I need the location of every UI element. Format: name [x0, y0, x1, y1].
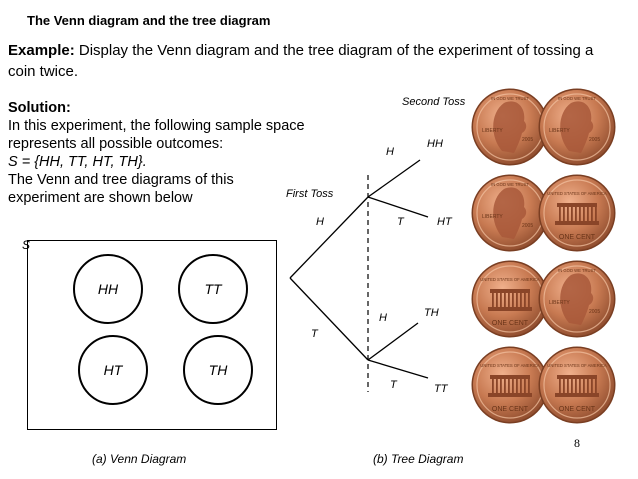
penny-tails-icon: UNITED STATES OF AMERICA ONE CENT [538, 174, 616, 252]
coin-liberty-text: LIBERTY [482, 214, 503, 220]
venn-outcome-tt: TT [178, 254, 248, 324]
coin-motto-text: IN GOD WE TRUST [491, 182, 529, 187]
solution-block: Solution: In this experiment, the follow… [8, 99, 368, 207]
coin-one-cent-text: ONE CENT [559, 234, 596, 241]
coin-motto-text: IN GOD WE TRUST [491, 96, 529, 101]
penny-heads-icon: LIBERTY 2005 IN GOD WE TRUST [471, 174, 549, 252]
second-branch-h-label-1: H [386, 146, 394, 158]
venn-set-label: S [22, 238, 31, 252]
coin-liberty-text: LIBERTY [482, 128, 503, 134]
sample-space: S = {HH, TT, HT, TH}. [8, 154, 147, 170]
first-branch-h-label: H [316, 216, 324, 228]
penny-heads-icon: LIBERTY 2005 IN GOD WE TRUST [471, 88, 549, 166]
penny-tails-icon: UNITED STATES OF AMERICA ONE CENT [471, 346, 549, 424]
tree-branch-th [367, 322, 419, 361]
example-paragraph: Example: Display the Venn diagram and th… [8, 40, 618, 82]
solution-line-4: The Venn and tree diagrams of this [8, 172, 234, 188]
tree-outcome-ht: HT [437, 216, 452, 228]
tree-outcome-hh: HH [427, 138, 443, 150]
coin-one-cent-text: ONE CENT [492, 320, 529, 327]
coin-liberty-text: LIBERTY [549, 300, 570, 306]
venn-outcome-hh: HH [73, 254, 143, 324]
coin-one-cent-text: ONE CENT [492, 406, 529, 413]
venn-outcome-ht: HT [78, 335, 148, 405]
example-label: Example: [8, 42, 75, 59]
example-text: Display the Venn diagram and the tree di… [8, 42, 594, 80]
coin-liberty-text: LIBERTY [549, 128, 570, 134]
coin-one-cent-text: ONE CENT [559, 406, 596, 413]
venn-caption: (a) Venn Diagram [92, 452, 187, 466]
coin-year-text: 2005 [589, 137, 600, 143]
tree-outcome-th: TH [424, 307, 439, 319]
tree-branch-h [289, 196, 369, 279]
page-number: 8 [574, 436, 580, 450]
second-branch-t-label-2: T [390, 379, 397, 391]
coin-year-text: 2005 [522, 137, 533, 143]
second-branch-h-label-2: H [379, 312, 387, 324]
tree-branch-tt [367, 359, 429, 379]
coin-usa-text: UNITED STATES OF AMERICA [480, 277, 540, 282]
coin-year-text: 2005 [522, 223, 533, 229]
penny-tails-icon: UNITED STATES OF AMERICA ONE CENT [471, 260, 549, 338]
tree-branch-ht [367, 196, 429, 218]
solution-line-2: represents all possible outcomes: [8, 136, 224, 152]
second-toss-label: Second Toss [402, 96, 466, 108]
first-branch-t-label: T [311, 328, 318, 340]
penny-heads-icon: LIBERTY 2005 IN GOD WE TRUST [538, 88, 616, 166]
venn-diagram: HH TT HT TH [27, 240, 277, 430]
second-branch-t-label-1: T [397, 216, 404, 228]
coin-motto-text: IN GOD WE TRUST [558, 268, 596, 273]
coin-motto-text: IN GOD WE TRUST [558, 96, 596, 101]
tree-branch-t [289, 277, 369, 361]
coin-usa-text: UNITED STATES OF AMERICA [547, 363, 607, 368]
first-toss-label: First Toss [286, 188, 334, 200]
penny-heads-icon: LIBERTY 2005 IN GOD WE TRUST [538, 260, 616, 338]
venn-outcome-th: TH [183, 335, 253, 405]
tree-branch-hh [367, 159, 421, 198]
coin-year-text: 2005 [589, 309, 600, 315]
penny-tails-icon: UNITED STATES OF AMERICA ONE CENT [538, 346, 616, 424]
coin-usa-text: UNITED STATES OF AMERICA [547, 191, 607, 196]
coin-usa-text: UNITED STATES OF AMERICA [480, 363, 540, 368]
tree-caption: (b) Tree Diagram [373, 452, 464, 466]
solution-line-1: In this experiment, the following sample… [8, 118, 305, 134]
tree-outcome-tt: TT [434, 383, 448, 395]
solution-line-5: experiment are shown below [8, 190, 193, 206]
page-title: The Venn diagram and the tree diagram [27, 13, 271, 28]
solution-heading: Solution: [8, 100, 71, 116]
